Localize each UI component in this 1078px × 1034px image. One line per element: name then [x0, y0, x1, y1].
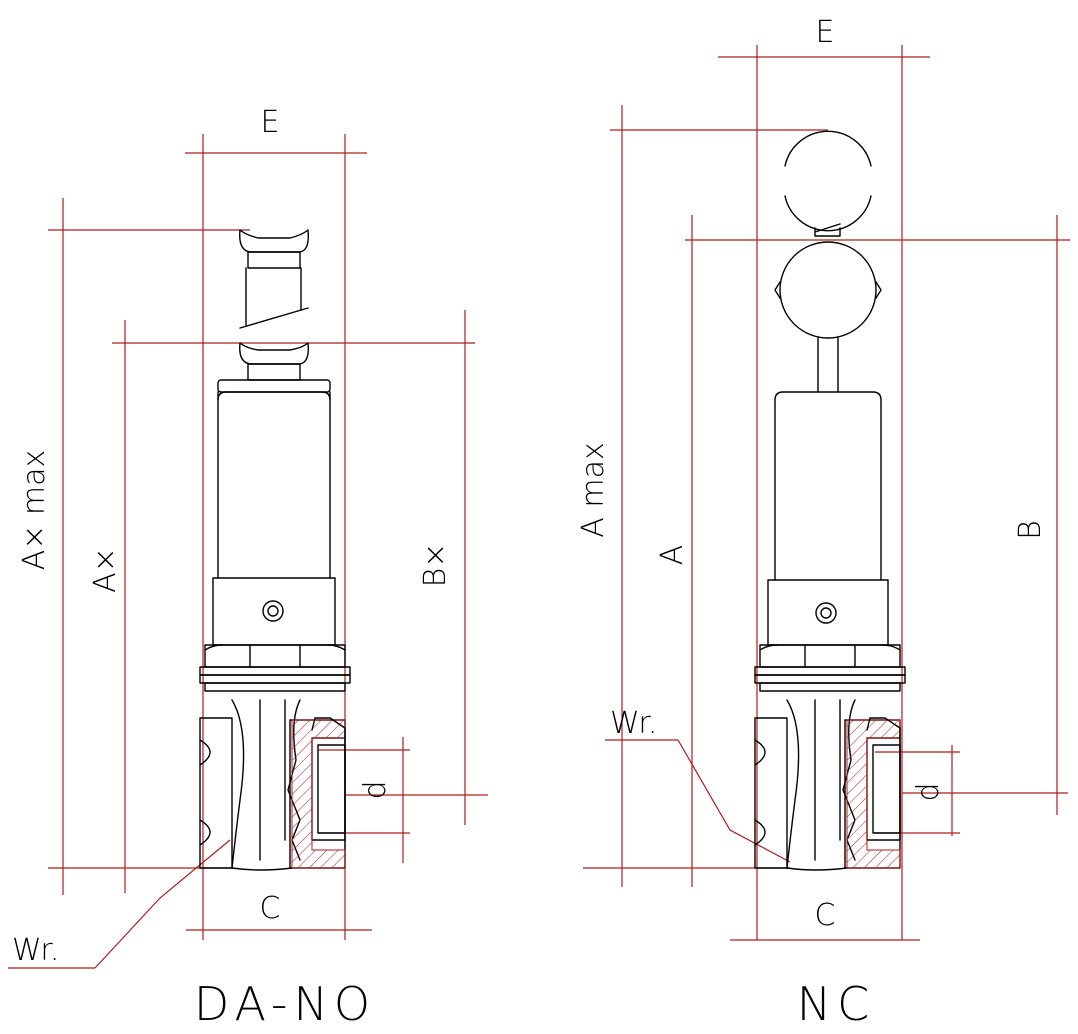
left-label-a-max: A× max — [17, 450, 52, 571]
right-labels: E C d A max A B Wr. NC — [576, 15, 1048, 1031]
right-valve-body — [754, 644, 906, 871]
right-knob — [774, 241, 882, 393]
right-label-a-max: A max — [576, 442, 611, 537]
left-handle — [217, 342, 331, 393]
left-label-c: C — [260, 891, 281, 926]
left-valve-body — [199, 644, 351, 871]
left-label-a: A× — [88, 547, 123, 593]
left-labels: E C d A× max A× B× Wr. DA-NO — [12, 105, 453, 1031]
right-dimension-lines — [583, 45, 1070, 941]
right-title: NC — [797, 977, 876, 1031]
right-label-a: A — [655, 545, 690, 566]
left-handle-raised — [239, 229, 310, 329]
right-valve-drawing: E C d A max A B Wr. NC — [576, 15, 1070, 1031]
left-valve-drawing: E C d A× max A× B× Wr. DA-NO — [8, 105, 488, 1031]
left-label-wr: Wr. — [12, 933, 59, 968]
right-label-c: C — [815, 898, 836, 933]
right-label-e: E — [816, 15, 835, 50]
left-title: DA-NO — [194, 977, 376, 1031]
right-label-d: d — [911, 782, 946, 801]
left-label-b: B× — [418, 543, 453, 588]
left-label-e: E — [261, 105, 280, 140]
right-label-wr: Wr. — [610, 706, 657, 741]
right-knob-raised — [784, 130, 872, 237]
left-cylinder — [212, 391, 336, 646]
left-dimension-lines — [8, 134, 488, 969]
right-label-b: B — [1013, 520, 1048, 540]
left-label-d: d — [358, 780, 393, 799]
right-cylinder — [767, 391, 889, 646]
